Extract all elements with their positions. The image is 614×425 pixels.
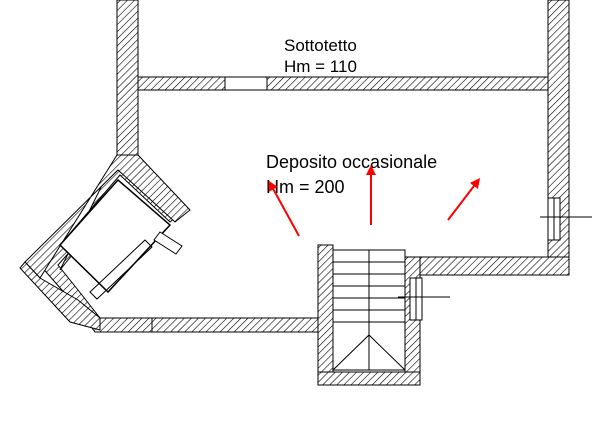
wing-room-inner-line	[89, 239, 153, 300]
wing-room	[58, 178, 183, 300]
arrow-right	[447, 178, 481, 221]
wall-bottom-right	[404, 256, 570, 276]
arrows	[268, 165, 481, 237]
room-name-deposito: Deposito occasionale	[266, 152, 437, 172]
staircase	[332, 249, 406, 371]
wall-stair-bottom	[317, 371, 421, 386]
wall-stair-left	[317, 244, 334, 386]
wall-left-upper	[116, 0, 139, 156]
room-deposito: Deposito occasionale Hm = 200	[266, 152, 437, 197]
window-stair	[398, 277, 450, 321]
wall-bottom-left	[151, 317, 319, 333]
room-height-deposito: Hm = 200	[266, 177, 345, 197]
wall-wing-lower	[19, 261, 101, 331]
stair-steps	[333, 261, 405, 323]
wall-stair-right	[404, 256, 421, 386]
wall-divider	[137, 76, 549, 91]
window-right	[540, 197, 592, 241]
divider-opening	[224, 76, 268, 91]
room-sottotetto: Sottotetto Hm = 110	[284, 36, 357, 76]
arrow-left	[268, 180, 300, 237]
room-height-sottotetto: Hm = 110	[284, 57, 357, 76]
wing-room-outline	[58, 178, 172, 294]
room-name-sottotetto: Sottotetto	[284, 36, 357, 55]
wing-door	[153, 231, 183, 255]
